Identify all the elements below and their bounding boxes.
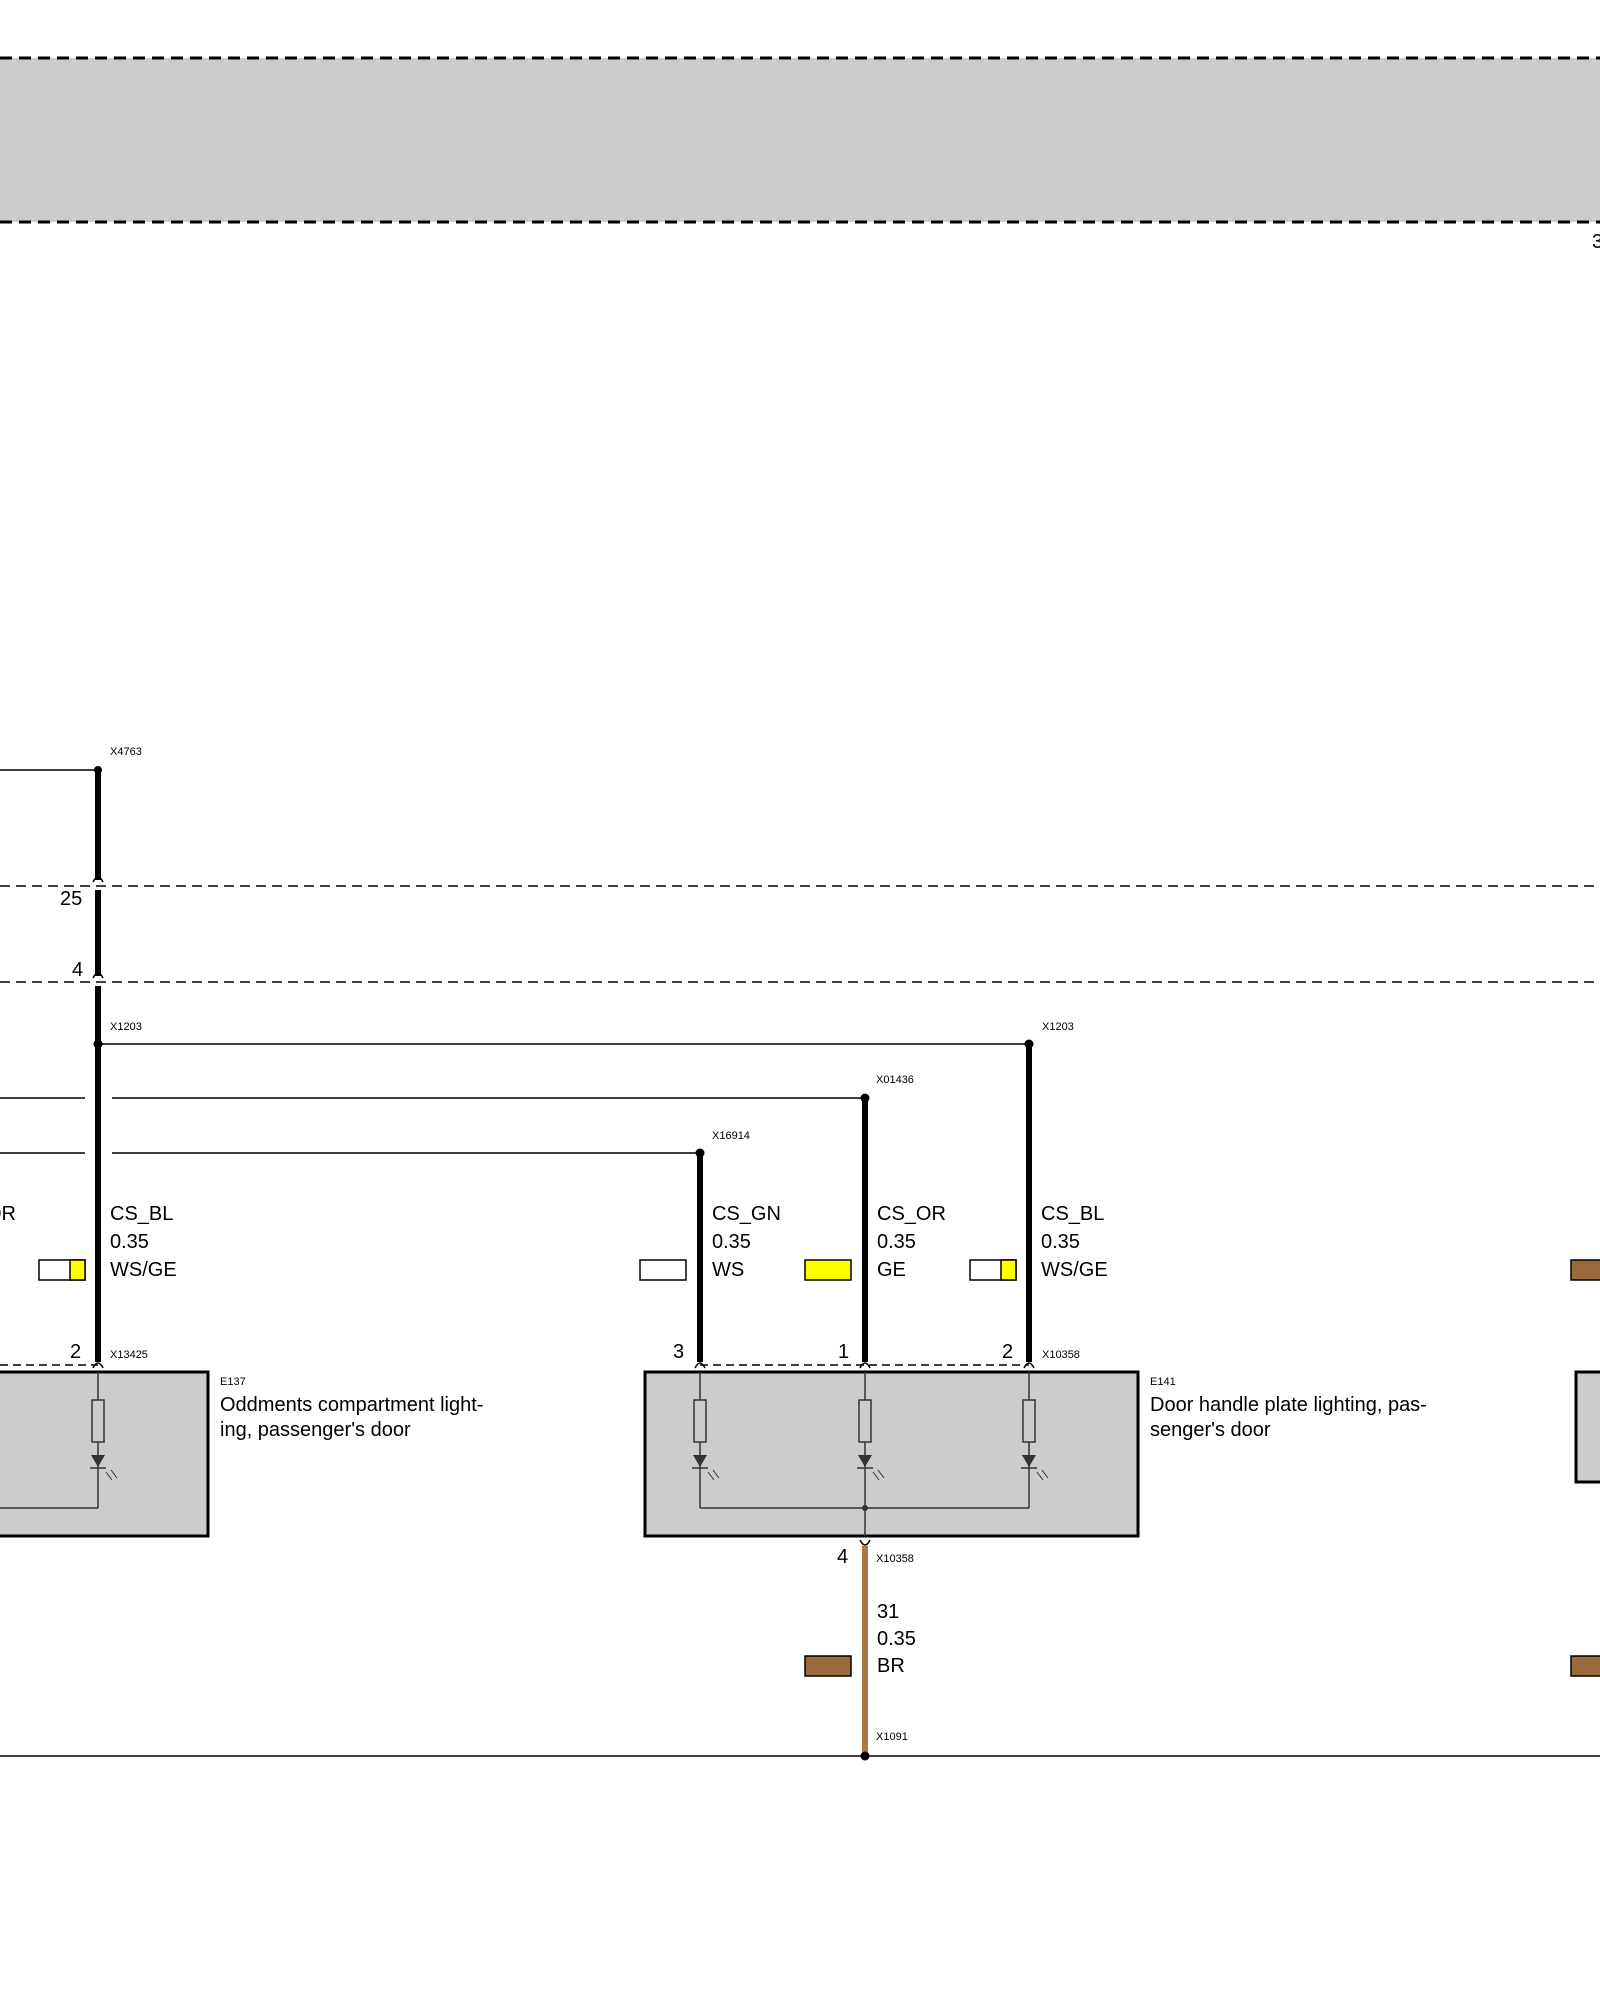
branch-feeds: X01436 X16914 <box>0 1074 914 1158</box>
e137-pin-arc <box>92 1362 104 1369</box>
wire-e141-gn-signal: CS_GN <box>712 1203 781 1225</box>
e141-or-light-rays-icon <box>872 1469 885 1481</box>
e141-connector-label: X10358 <box>1042 1349 1080 1361</box>
wire-e141-gnd-signal: 31 <box>877 1601 899 1623</box>
e137-housing <box>0 1370 210 1538</box>
wire-e141-or-signal: CS_OR <box>877 1203 946 1225</box>
wire-e141-or-size: 0.35 <box>877 1231 916 1253</box>
wire-e141-gnd-color: BR <box>877 1655 905 1677</box>
connector-label-x16914: X16914 <box>712 1130 750 1142</box>
connector-label-x1203-left: X1203 <box>110 1021 142 1033</box>
feed-wire: X4763 25 4 <box>0 746 142 1044</box>
wire-e137-bl: CS_BL 0.35 WS/GE <box>38 1044 177 1362</box>
e141-pin-arc-gn <box>694 1362 706 1369</box>
connector-label-x1203-right: X1203 <box>1042 1021 1074 1033</box>
e141-ground-pin-label: 4 <box>837 1546 848 1568</box>
wire-e141-bl-signal: CS_BL <box>1041 1203 1104 1225</box>
e141-housing <box>643 1370 1140 1538</box>
color-swatch-br-e141 <box>804 1655 852 1677</box>
e141-name-line1: Door handle plate lighting, pas- <box>1150 1394 1427 1416</box>
e137-resistor <box>91 1399 105 1443</box>
e141-id: E141 <box>1150 1376 1176 1388</box>
left-fragment-wire-label: OR <box>0 1203 16 1225</box>
control-unit-housing <box>0 58 1600 222</box>
e141-pin-label-gn: 3 <box>673 1341 684 1363</box>
pin-label-4: 4 <box>72 959 83 981</box>
e141-pin-arc-bl <box>1023 1362 1035 1369</box>
wire-e137-bl-size: 0.35 <box>110 1231 149 1253</box>
e137-id: E137 <box>220 1376 246 1388</box>
e141-pin-label-bl: 2 <box>1002 1341 1013 1363</box>
color-swatch-br-edge-upper <box>1570 1259 1600 1281</box>
e137-led-icon <box>91 1455 105 1467</box>
e141-channel-bl <box>1021 1372 1049 1508</box>
splice-bus: X1203 X1203 <box>93 1021 1074 1049</box>
e141-pin-label-or: 1 <box>838 1341 849 1363</box>
e141-ground-connector-label: X10358 <box>876 1553 914 1565</box>
wire-e141-gn-color: WS <box>712 1259 744 1281</box>
connector-label-x4763: X4763 <box>110 746 142 758</box>
e141-bl-resistor <box>1022 1399 1036 1443</box>
wire-e137-bl-color: WS/GE <box>110 1259 177 1281</box>
color-swatch-ge-stripe-e137 <box>69 1259 86 1281</box>
color-swatch-ws-e141 <box>639 1259 687 1281</box>
e141-gn-led-icon <box>693 1455 707 1467</box>
color-swatch-ge-e141 <box>804 1259 852 1281</box>
control-unit-band: 3 <box>0 56 1600 253</box>
wire-e141-bl-size: 0.35 <box>1041 1231 1080 1253</box>
e137-connector-label: X13425 <box>110 1349 148 1361</box>
wire-e141-gn-size: 0.35 <box>712 1231 751 1253</box>
e141-gn-resistor <box>693 1399 707 1443</box>
e137-name-line1: Oddments compartment light- <box>220 1394 483 1416</box>
e141-channel-or <box>857 1372 885 1508</box>
color-swatch-ge-stripe-e141 <box>1000 1259 1017 1281</box>
e141-name-line2: senger's door <box>1150 1419 1271 1441</box>
connector-label-x1091: X1091 <box>876 1731 908 1743</box>
wire-e141-gnd-size: 0.35 <box>877 1628 916 1650</box>
color-swatch-br-edge-lower <box>1570 1655 1600 1677</box>
e137-pin-label: 2 <box>70 1341 81 1363</box>
wire-e141-bl: CS_BL 0.35 WS/GE <box>969 1044 1108 1362</box>
component-e141: 3 1 2 X10358 <box>643 1341 1427 1538</box>
connector-label-x01436: X01436 <box>876 1074 914 1086</box>
header-fragment-label: 3 <box>1592 231 1600 253</box>
splice-dot-x1091 <box>860 1751 870 1761</box>
pin-arc-lower <box>92 972 104 979</box>
component-e137: 2 X13425 E137 Oddments compartment light… <box>0 1341 483 1538</box>
wire-e141-or: CS_OR 0.35 GE <box>804 1098 946 1362</box>
pin-label-25: 25 <box>60 888 82 910</box>
e141-or-resistor <box>858 1399 872 1443</box>
e137-light-rays-icon <box>105 1469 118 1481</box>
e141-bl-led-icon <box>1022 1455 1036 1467</box>
wire-e141-or-color: GE <box>877 1259 906 1281</box>
wire-e137-bl-signal: CS_BL <box>110 1203 173 1225</box>
wire-e141-gn: CS_GN 0.35 WS <box>639 1153 781 1362</box>
e141-bl-light-rays-icon <box>1036 1469 1049 1481</box>
e137-name-line2: ing, passenger's door <box>220 1419 411 1441</box>
partial-component-right <box>1574 1370 1600 1484</box>
e141-gn-light-rays-icon <box>707 1469 720 1481</box>
wire-e141-bl-color: WS/GE <box>1041 1259 1108 1281</box>
e141-or-led-icon <box>858 1455 872 1467</box>
wire-e141-ground: 4 X10358 31 0.35 BR <box>804 1539 916 1755</box>
ground-bus: X1091 <box>0 1731 1600 1761</box>
e141-pin-arc-or <box>859 1362 871 1369</box>
e141-ground-pin-arc <box>859 1539 871 1546</box>
pin-arc-upper <box>92 876 104 883</box>
e141-channel-gn <box>692 1372 720 1508</box>
